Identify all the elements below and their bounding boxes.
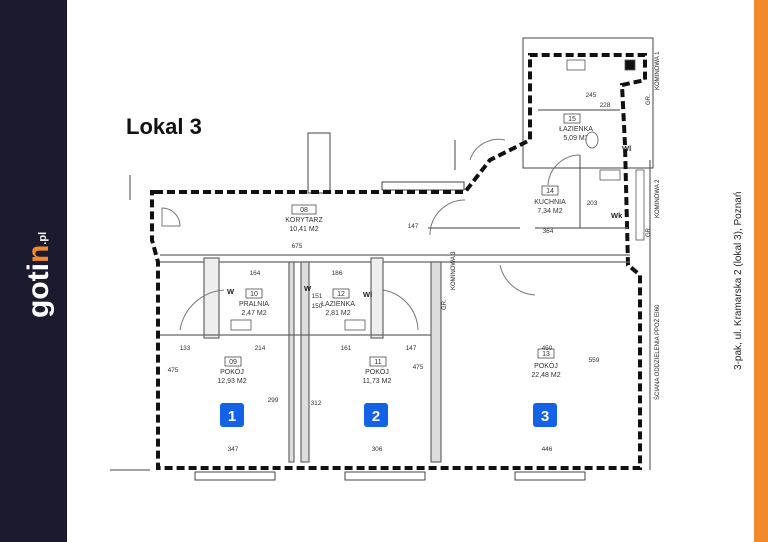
dimension-labels: 675 147 364 245 228 203 164 186 133 214 … xyxy=(168,92,611,453)
svg-text:GR.: GR. xyxy=(442,299,448,310)
svg-text:228: 228 xyxy=(600,102,611,109)
svg-text:133: 133 xyxy=(180,345,191,352)
svg-text:11: 11 xyxy=(374,359,381,366)
svg-text:11,73 M2: 11,73 M2 xyxy=(363,378,392,385)
svg-text:09: 09 xyxy=(229,359,237,366)
sanitary-fixtures xyxy=(230,59,645,331)
svg-text:151: 151 xyxy=(312,293,323,300)
svg-text:ŚCIANA ODDZIELENIA PPOŻ EI60: ŚCIANA ODDZIELENIA PPOŻ EI60 xyxy=(653,304,661,400)
svg-text:347: 347 xyxy=(228,446,239,453)
svg-text:161: 161 xyxy=(341,345,352,352)
svg-text:2: 2 xyxy=(372,408,380,425)
svg-text:2,47 M2: 2,47 M2 xyxy=(241,310,266,317)
unit-1-badge xyxy=(220,403,244,427)
vertical-labels: GR. KOMINOWA 1 GR. KOMINOWA 2 GR. KOMINO… xyxy=(442,51,661,400)
svg-text:2,81 M2: 2,81 M2 xyxy=(325,310,350,317)
svg-text:POKÓJ: POKÓJ xyxy=(534,361,558,370)
unit-2-badge xyxy=(364,403,388,427)
svg-text:GR.: GR. xyxy=(646,94,652,105)
svg-text:675: 675 xyxy=(292,243,303,250)
interior-walls xyxy=(160,109,630,463)
svg-text:KOMINOWA 2: KOMINOWA 2 xyxy=(655,179,661,218)
svg-text:306: 306 xyxy=(372,446,383,453)
svg-text:ŁAZIENKA: ŁAZIENKA xyxy=(321,301,355,308)
svg-text:10,41 M2: 10,41 M2 xyxy=(289,226,318,233)
svg-text:W: W xyxy=(227,287,235,296)
accent-bar xyxy=(754,0,768,542)
svg-text:GR.: GR. xyxy=(646,226,652,237)
svg-text:147: 147 xyxy=(408,223,419,230)
svg-text:446: 446 xyxy=(542,446,553,453)
svg-text:3-pak, ul. Kramarska 2 (lokal: 3-pak, ul. Kramarska 2 (lokal 3), Poznań xyxy=(733,192,744,370)
unit-badges: 1 2 3 xyxy=(220,403,557,427)
svg-text:10: 10 xyxy=(250,291,258,298)
svg-text:299: 299 xyxy=(268,397,279,404)
svg-text:559: 559 xyxy=(589,357,600,364)
door-swings xyxy=(161,138,581,331)
svg-text:7,34 M2: 7,34 M2 xyxy=(537,208,562,215)
svg-text:245: 245 xyxy=(586,92,597,99)
svg-text:KOMINOWA 1: KOMINOWA 1 xyxy=(655,51,661,90)
svg-text:147: 147 xyxy=(406,345,417,352)
svg-text:Wk: Wk xyxy=(611,211,623,220)
svg-text:08: 08 xyxy=(300,207,308,214)
address-caption: 3-pak, ul. Kramarska 2 (lokal 3), Poznań xyxy=(733,192,744,370)
svg-text:22,48 M2: 22,48 M2 xyxy=(531,372,560,379)
svg-text:KORYTARZ: KORYTARZ xyxy=(285,217,323,224)
svg-text:12,93 M2: 12,93 M2 xyxy=(217,378,246,385)
svg-text:13: 13 xyxy=(542,351,550,358)
svg-text:PRALNIA: PRALNIA xyxy=(239,301,269,308)
svg-text:312: 312 xyxy=(311,400,322,407)
svg-text:Wl: Wl xyxy=(363,290,372,299)
svg-text:KOMINOWA 3: KOMINOWA 3 xyxy=(451,251,457,290)
svg-text:450: 450 xyxy=(542,345,553,352)
svg-text:1: 1 xyxy=(228,408,236,425)
svg-text:Wl: Wl xyxy=(622,144,631,153)
svg-text:203: 203 xyxy=(587,200,598,207)
svg-text:12: 12 xyxy=(337,291,345,298)
svg-text:186: 186 xyxy=(332,270,343,277)
svg-text:150: 150 xyxy=(312,303,323,310)
svg-text:214: 214 xyxy=(255,345,266,352)
svg-text:POKÓJ: POKÓJ xyxy=(365,367,389,376)
svg-text:475: 475 xyxy=(413,364,424,371)
svg-text:W: W xyxy=(304,284,312,293)
unit-boundary xyxy=(150,53,647,470)
unit-3-badge xyxy=(533,403,557,427)
svg-text:KUCHNIA: KUCHNIA xyxy=(534,199,566,206)
svg-text:15: 15 xyxy=(568,116,576,123)
brand-sidebar xyxy=(0,0,67,542)
svg-text:5,09 M2: 5,09 M2 xyxy=(563,135,588,142)
svg-text:364: 364 xyxy=(543,228,554,235)
svg-text:14: 14 xyxy=(546,188,554,195)
svg-text:POKÓJ: POKÓJ xyxy=(220,367,244,376)
svg-text:3: 3 xyxy=(541,408,549,425)
page-title: Lokal 3 xyxy=(126,114,202,139)
gotin-logo: gotin.pl xyxy=(22,232,55,318)
svg-text:ŁAZIENKA: ŁAZIENKA xyxy=(559,126,593,133)
svg-text:164: 164 xyxy=(250,270,261,277)
room-tags: 08 KORYTARZ 10,41 M2 09 POKÓJ 12,93 M2 1… xyxy=(217,113,593,385)
svg-text:475: 475 xyxy=(168,367,179,374)
fixture-labels: W W Wl Wl Wk xyxy=(227,144,631,299)
svg-text:gotin.pl: gotin.pl xyxy=(22,232,55,318)
